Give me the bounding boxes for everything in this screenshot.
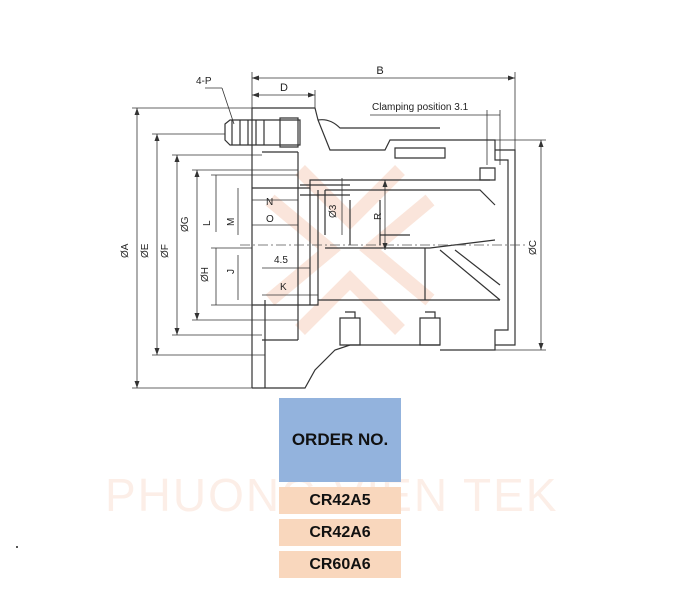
label-r: R: [373, 213, 384, 220]
order-table-header: ORDER NO.: [279, 398, 401, 482]
label-phi-c: ØC: [528, 240, 539, 255]
arrowheads: [134, 75, 544, 388]
label-4p: 4-P: [196, 76, 212, 87]
dimension-lines: [132, 72, 546, 389]
label-b: B: [376, 65, 383, 77]
watermark-logo: [265, 165, 435, 335]
label-45: 4.5: [274, 255, 288, 266]
label-phi-h: ØH: [200, 267, 211, 282]
label-phi-e: ØE: [140, 243, 151, 258]
chuck-body-outline: [224, 107, 516, 389]
label-m: M: [226, 218, 237, 226]
label-o: O: [266, 214, 274, 225]
label-phi-3: Ø3: [328, 204, 339, 218]
order-table: ORDER NO. CR42A5 CR42A6 CR60A6: [279, 398, 401, 578]
label-clamping: Clamping position 3.1: [372, 102, 469, 113]
technical-drawing: B D 4-P Clamping position 3.1 ØA ØE ØF Ø…: [120, 65, 546, 389]
stray-dot: [16, 546, 18, 548]
label-phi-f: ØF: [160, 244, 171, 258]
label-n: N: [266, 197, 273, 208]
label-k: K: [280, 282, 287, 293]
label-phi-a: ØA: [120, 243, 131, 258]
label-d: D: [280, 82, 288, 94]
label-j: J: [226, 269, 237, 274]
order-row-3: CR60A6: [279, 551, 401, 578]
label-phi-g: ØG: [180, 216, 191, 232]
order-row-2: CR42A6: [279, 519, 401, 546]
order-row-1: CR42A5: [279, 487, 401, 514]
label-l: L: [202, 220, 213, 226]
